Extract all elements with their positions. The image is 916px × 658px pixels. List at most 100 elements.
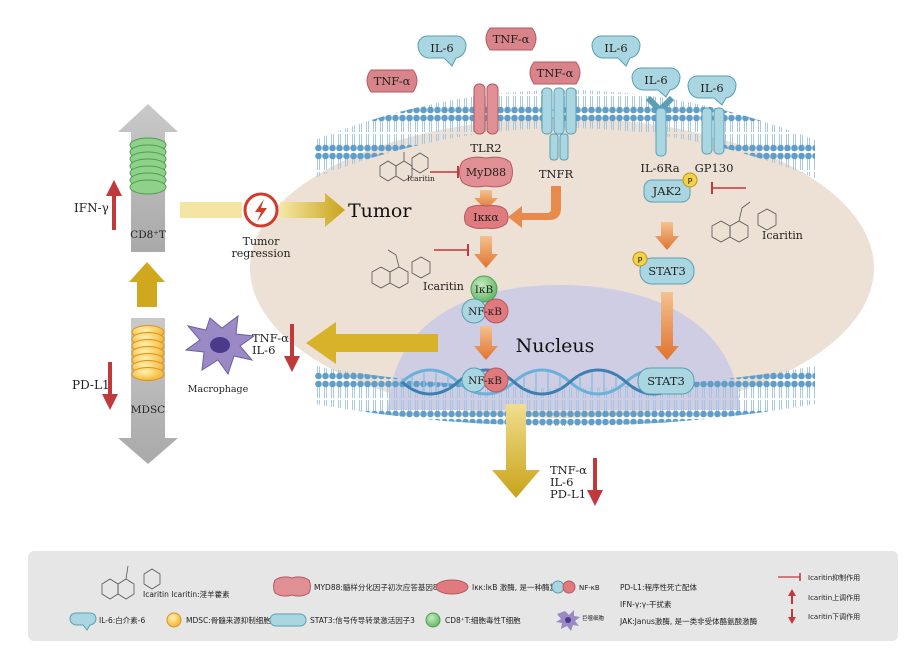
il6-ligand-1-label: IL-6 <box>430 41 453 55</box>
legend-mdsc-text: MDSC:骨髓来源抑制细胞 <box>186 615 271 625</box>
mac-down-red-arrow <box>284 324 300 372</box>
arrow-myd88-ikka <box>474 190 498 210</box>
ikb-protein <box>470 275 498 303</box>
legend-nfkb-icon <box>551 580 576 594</box>
macrophage-label: Macrophage <box>188 384 249 395</box>
arrow-to-macrophage-body <box>306 322 438 364</box>
legend-ifn-text: IFN-γ:γ-干扰素 <box>620 599 672 609</box>
tnfr-receptor <box>541 87 577 161</box>
mac-tnf-label: TNF-α <box>252 331 289 345</box>
arrow-output <box>492 404 540 498</box>
tumor-label: Tumor <box>348 200 412 222</box>
jak2-protein <box>643 179 691 203</box>
stat3-p-label: P <box>638 256 643 265</box>
nfkb-nucleus <box>461 367 509 393</box>
pdl1-down-red-arrow <box>102 362 118 410</box>
legend-ikk-icon <box>435 579 469 595</box>
tnf-ligand-3-label: TNF-α <box>537 66 574 80</box>
stat3-phospho <box>632 251 648 267</box>
arrow-jak2-stat3 <box>655 222 679 250</box>
legend-myd88-icon <box>273 576 311 597</box>
legend-pdl1-text: PD-L1:程序性死亡配体 <box>620 582 697 592</box>
tnf-ligand-3 <box>529 61 581 85</box>
jak2-p-label: P <box>688 177 693 186</box>
tumor-regression-label-1: Tumor <box>243 235 280 248</box>
tumor-regression-label-2: regression <box>231 247 290 260</box>
inhibit-myd88 <box>430 166 459 178</box>
arrow-tnfr-ikka <box>508 186 561 228</box>
stat3-protein <box>639 257 695 285</box>
mdsc-arrow <box>118 318 178 464</box>
inhibit-jak2 <box>711 182 746 194</box>
tumor-regression-icon <box>243 192 279 228</box>
legend-icaritin-text: Icaritin Icaritin:淫羊藿素 <box>143 589 230 599</box>
icaritin-3-label: Icaritin <box>762 229 803 242</box>
mac-il6-label: IL-6 <box>252 343 275 357</box>
il6-bound-1-label: IL-6 <box>644 73 667 87</box>
il6-bound-1 <box>631 67 681 98</box>
tnf-ligand-2 <box>485 27 537 51</box>
gp130-label: GP130 <box>695 161 734 175</box>
legend-il6-text: IL-6:白介素-6 <box>99 615 145 625</box>
gold-up-arrow <box>129 262 165 307</box>
tnf-ligand-1-label: TNF-α <box>374 74 411 88</box>
pdl1-left-label: PD-L1 <box>72 378 110 392</box>
il6ra-receptor <box>645 95 675 157</box>
legend-down-icon <box>788 609 796 624</box>
cd8t-arrow <box>118 104 178 252</box>
myd88-label: MyD88 <box>466 166 506 179</box>
tlr2-receptor <box>473 83 499 135</box>
legend-icaritin-icon <box>101 565 161 600</box>
jak2-label: JAK2 <box>652 184 682 198</box>
dna-helix <box>401 368 683 396</box>
icaritin-molecule-3 <box>711 201 777 243</box>
legend-jak-text: JAK:Janus激酶, 是一类非受体酪氨酸激酶 <box>619 616 758 626</box>
tlr2-label: TLR2 <box>470 141 501 155</box>
mdsc-label: MDSC <box>131 404 165 416</box>
output-down-red-arrow <box>587 458 603 506</box>
legend-stat3-icon <box>269 613 307 627</box>
stat3-label: STAT3 <box>648 264 686 278</box>
arrow-ikka-ikb <box>474 236 498 268</box>
tnf-ligand-2-label: TNF-α <box>493 32 530 46</box>
nfkb-complex <box>461 298 509 324</box>
legend-ikk-text: Iκκ:IκB 激酶, 是一种酶复合物 <box>472 582 573 592</box>
legend-inhibit-text: Icaritin抑制作用 <box>808 573 860 582</box>
tnf-ligand-1 <box>366 69 418 93</box>
macrophage-icon <box>184 314 256 376</box>
legend-macrophage-text: 巨噬细胞 <box>582 614 605 622</box>
icaritin-1-label: Icaritin <box>407 174 435 183</box>
legend-up-text: Icaritin上调作用 <box>808 593 860 602</box>
legend-myd88-text: MYD88:髓样分化因子初次应答基因88 <box>314 582 443 592</box>
legend-nfkb-text: NF-κB <box>579 584 600 592</box>
il6-ligand-1 <box>417 35 467 67</box>
arrow-nfkb-nucleus <box>474 326 498 360</box>
stat3-nucleus <box>637 367 695 395</box>
inhibit-ikka <box>434 244 469 256</box>
cd8t-label: CD8⁺T <box>130 229 166 241</box>
stat3-nucleus-label: STAT3 <box>647 374 685 388</box>
legend-macrophage-icon <box>556 610 580 631</box>
ikka-protein <box>463 204 509 229</box>
out-pdl1-label: PD-L1 <box>550 487 586 501</box>
gp130-receptor <box>701 107 725 155</box>
ikb-label: IκB <box>475 284 494 296</box>
il6-ligand-2 <box>591 35 641 67</box>
cell-membrane-bottom <box>315 366 815 426</box>
il6ra-label: IL-6Ra <box>640 161 679 175</box>
arrow-to-tumor-tail <box>180 202 242 218</box>
il6-bound-2-label: IL-6 <box>700 81 723 95</box>
il6-bound-2 <box>687 75 737 106</box>
myd88-protein <box>459 156 513 188</box>
legend-il6-icon <box>69 612 97 631</box>
nfkb-nucleus-label: NF-κB <box>468 375 502 387</box>
cell-membrane-top <box>315 90 815 178</box>
ifn-up-red-arrow <box>106 180 122 230</box>
legend-down-text: Icaritin下调作用 <box>808 612 860 621</box>
legend-mdsc-icon <box>166 612 182 628</box>
legend-inhibit-icon <box>778 573 801 581</box>
ikka-label: Iκκα <box>473 211 499 224</box>
legend-cd8-text: CD8⁺T:细胞毒性T细胞 <box>445 615 521 625</box>
